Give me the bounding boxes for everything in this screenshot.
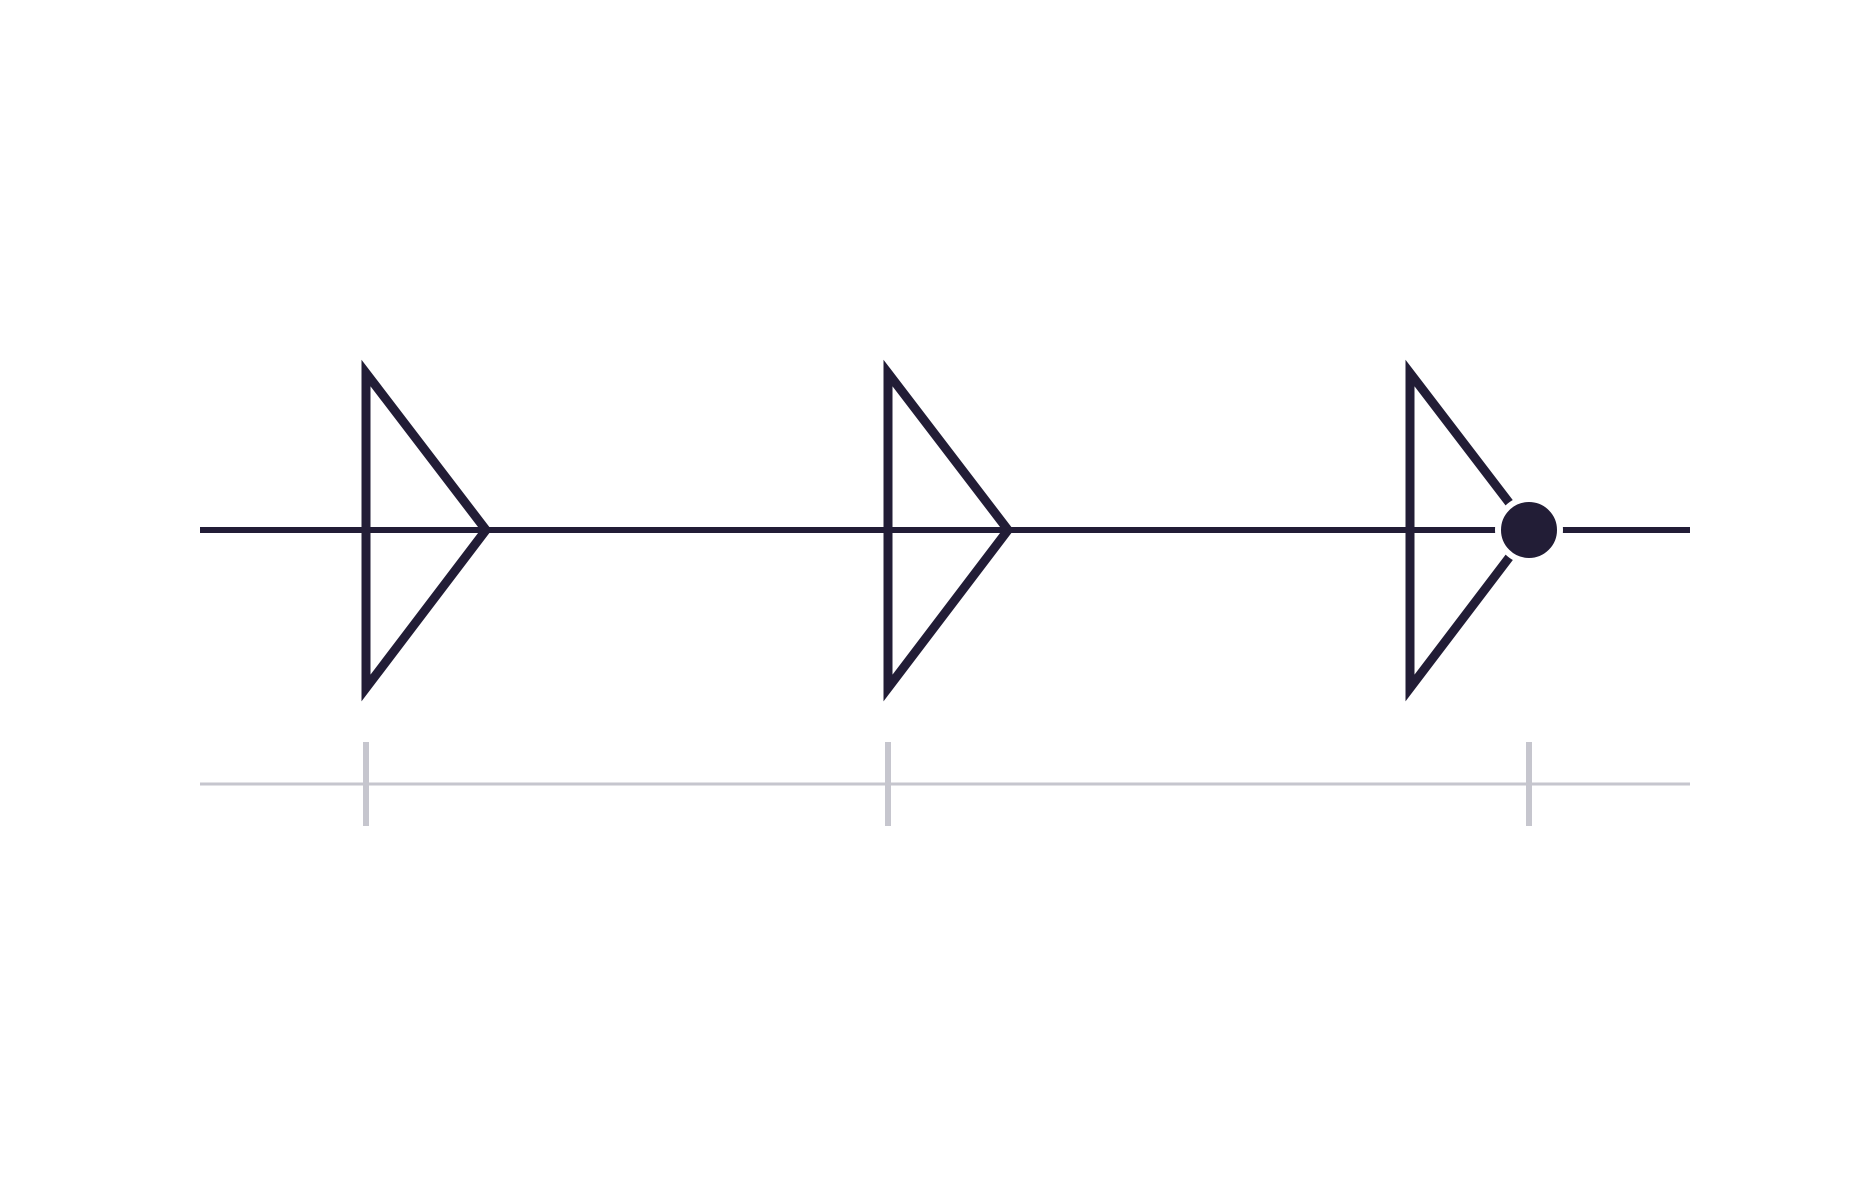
- triangle-icon: [883, 359, 1014, 702]
- dot-icon[interactable]: [1495, 496, 1563, 564]
- triangle-icon: [361, 359, 492, 702]
- triangle-icon: [1405, 359, 1536, 702]
